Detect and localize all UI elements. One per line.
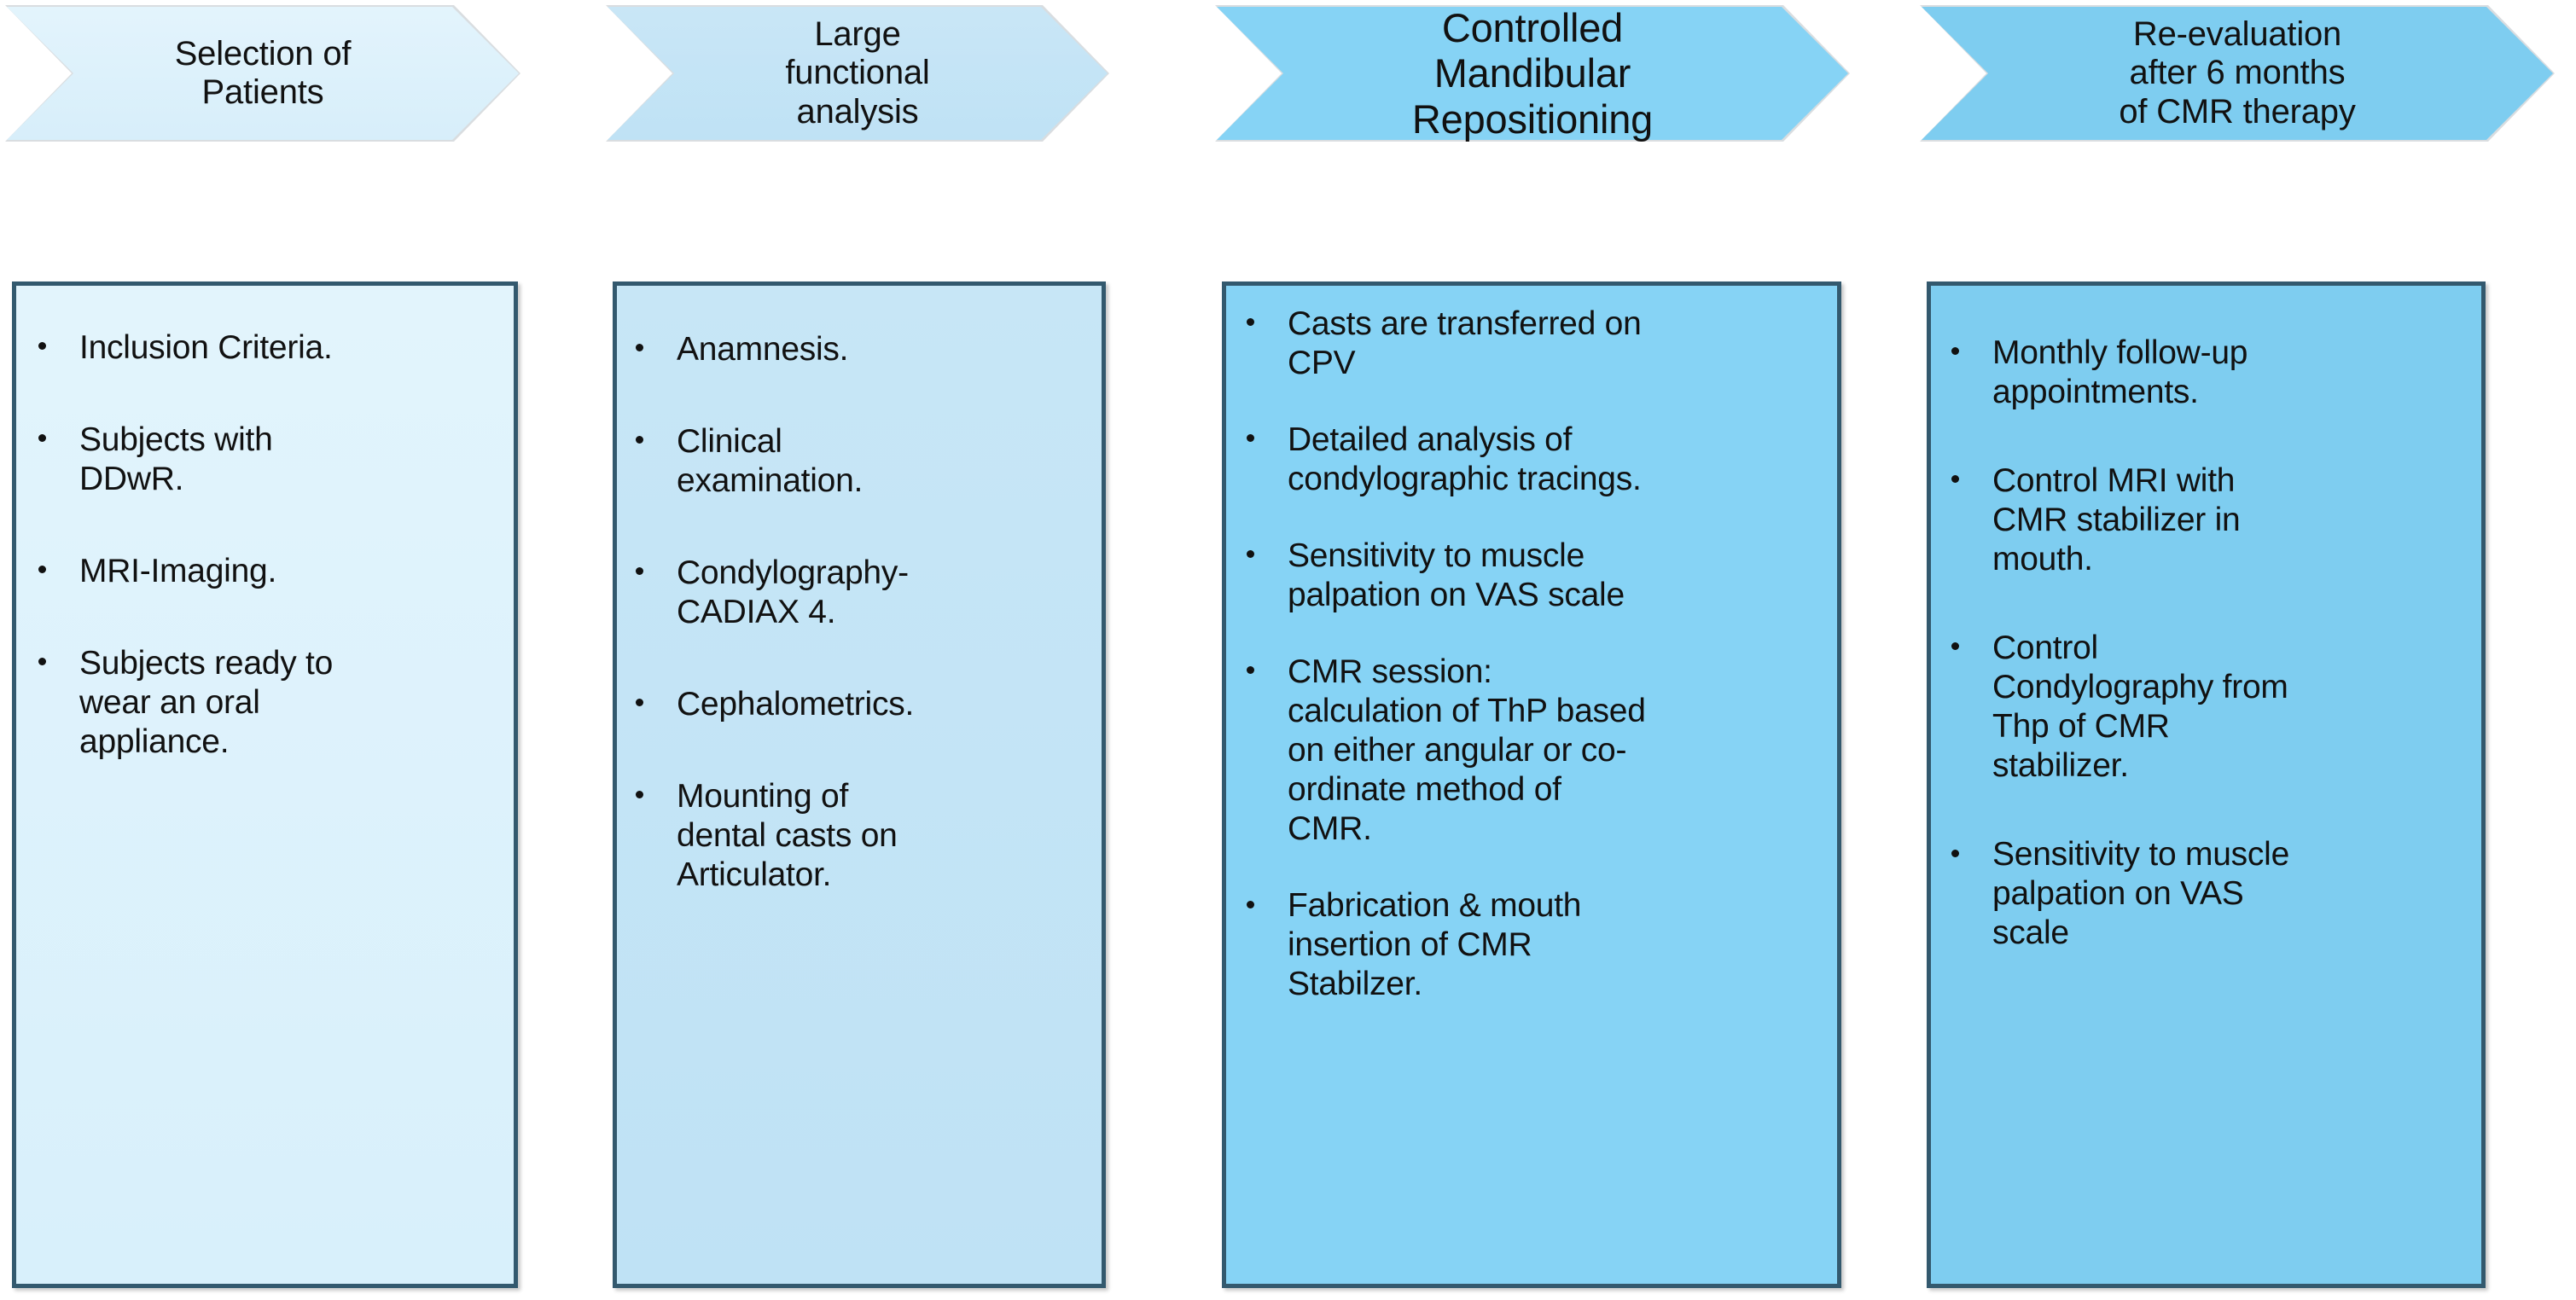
bullet-text: Sensitivity to muscle palpation on VAS s… <box>1288 537 1625 614</box>
bullet-dot-icon <box>1247 900 1254 908</box>
bullet-text: Detailed analysis of condylographic trac… <box>1288 421 1642 498</box>
stage-bullet-list-1: Inclusion Criteria. Subjects with DDwR. … <box>16 328 514 762</box>
bullet-dot-icon <box>38 434 46 443</box>
bullet-text: Cephalometrics. <box>677 686 915 723</box>
stage-header-chevron-2: Large functional analysis <box>608 7 1108 140</box>
stage-header-chevron-3: Controlled Mandibular Repositioning <box>1217 7 1848 140</box>
list-item: Sensitivity to muscle palpation on VAS s… <box>1951 835 2481 953</box>
chevron-shape-3 <box>1217 7 1848 140</box>
bullet-dot-icon <box>1951 475 1959 484</box>
bullet-text: Clinical examination. <box>677 423 864 500</box>
bullet-text: MRI-Imaging. <box>79 553 277 590</box>
bullet-dot-icon <box>38 658 46 666</box>
bullet-text: Subjects ready to wear an oral appliance… <box>79 645 334 761</box>
list-item: Cephalometrics. <box>636 685 1102 724</box>
stage-header-chevron-4: Re-evaluation after 6 months of CMR ther… <box>1922 7 2553 140</box>
list-item: Mounting of dental casts on Articulator. <box>636 777 1102 895</box>
stage-header-chevron-1: Selection of Patients <box>7 7 519 140</box>
bullet-text: Casts are transferred on CPV <box>1288 305 1642 382</box>
list-item: Fabrication & mouth insertion of CMR Sta… <box>1247 886 1837 1004</box>
list-item: Subjects ready to wear an oral appliance… <box>38 644 514 762</box>
bullet-dot-icon <box>1247 550 1254 559</box>
bullet-dot-icon <box>1247 434 1254 443</box>
stage-bullet-list-2: Anamnesis. Clinical examination. Condylo… <box>617 330 1102 895</box>
bullet-dot-icon <box>636 699 643 707</box>
stage-bullet-list-3: Casts are transferred on CPV Detailed an… <box>1226 305 1837 1004</box>
stage-header-label-2: Large functional analysis <box>785 15 930 131</box>
bullet-dot-icon <box>636 436 643 444</box>
bullet-dot-icon <box>38 342 46 351</box>
stage-body-fill-4: Monthly follow-up appointments. Control … <box>1931 286 2481 1284</box>
bullet-text: Sensitivity to muscle palpation on VAS s… <box>1992 836 2290 952</box>
stage-body-box-3: Casts are transferred on CPV Detailed an… <box>1222 281 1841 1288</box>
bullet-text: Mounting of dental casts on Articulator. <box>677 778 898 894</box>
bullet-text: Inclusion Criteria. <box>79 329 333 366</box>
list-item: Subjects with DDwR. <box>38 421 514 499</box>
bullet-text: Control MRI with CMR stabilizer in mouth… <box>1992 462 2241 578</box>
chevron-shape-4 <box>1922 7 2553 140</box>
bullet-dot-icon <box>1951 849 1959 857</box>
stage-body-fill-2: Anamnesis. Clinical examination. Condylo… <box>617 286 1102 1284</box>
bullet-text: Subjects with DDwR. <box>79 421 273 498</box>
stage-header-label-1: Selection of Patients <box>174 34 352 111</box>
bullet-dot-icon <box>38 566 46 574</box>
list-item: Sensitivity to muscle palpation on VAS s… <box>1247 537 1837 615</box>
stage-bullet-list-4: Monthly follow-up appointments. Control … <box>1931 334 2481 953</box>
bullet-text: Fabrication & mouth insertion of CMR Sta… <box>1288 887 1582 1003</box>
stage-body-fill-1: Inclusion Criteria. Subjects with DDwR. … <box>16 286 514 1284</box>
stage-body-box-1: Inclusion Criteria. Subjects with DDwR. … <box>12 281 518 1288</box>
list-item: Casts are transferred on CPV <box>1247 305 1837 383</box>
list-item: Inclusion Criteria. <box>38 328 514 368</box>
list-item: Condylography- CADIAX 4. <box>636 554 1102 632</box>
bullet-dot-icon <box>1951 642 1959 651</box>
stage-header-label-3: Controlled Mandibular Repositioning <box>1411 5 1654 142</box>
stage-header-label-4: Re-evaluation after 6 months of CMR ther… <box>2119 15 2356 131</box>
stage-body-box-2: Anamnesis. Clinical examination. Condylo… <box>613 281 1106 1288</box>
stage-body-fill-3: Casts are transferred on CPV Detailed an… <box>1226 286 1837 1284</box>
bullet-dot-icon <box>1951 347 1959 356</box>
bullet-text: Anamnesis. <box>677 331 849 368</box>
bullet-text: Control Condylography from Thp of CMR st… <box>1992 630 2288 785</box>
bullet-dot-icon <box>636 344 643 352</box>
bullet-dot-icon <box>1247 318 1254 327</box>
bullet-dot-icon <box>636 791 643 799</box>
list-item: Anamnesis. <box>636 330 1102 369</box>
bullet-text: Condylography- CADIAX 4. <box>677 554 909 631</box>
list-item: Control MRI with CMR stabilizer in mouth… <box>1951 461 2481 579</box>
chevron-shape-2 <box>608 7 1108 140</box>
list-item: Monthly follow-up appointments. <box>1951 334 2481 412</box>
list-item: Detailed analysis of condylographic trac… <box>1247 421 1837 499</box>
list-item: Clinical examination. <box>636 422 1102 501</box>
bullet-dot-icon <box>636 567 643 576</box>
list-item: Control Condylography from Thp of CMR st… <box>1951 629 2481 786</box>
bullet-dot-icon <box>1247 666 1254 675</box>
list-item: MRI-Imaging. <box>38 552 514 591</box>
stage-body-box-4: Monthly follow-up appointments. Control … <box>1927 281 2486 1288</box>
list-item: CMR session: calculation of ThP based on… <box>1247 653 1837 849</box>
bullet-text: Monthly follow-up appointments. <box>1992 334 2248 411</box>
bullet-text: CMR session: calculation of ThP based on… <box>1288 653 1646 848</box>
chevron-shape-1 <box>7 7 519 140</box>
